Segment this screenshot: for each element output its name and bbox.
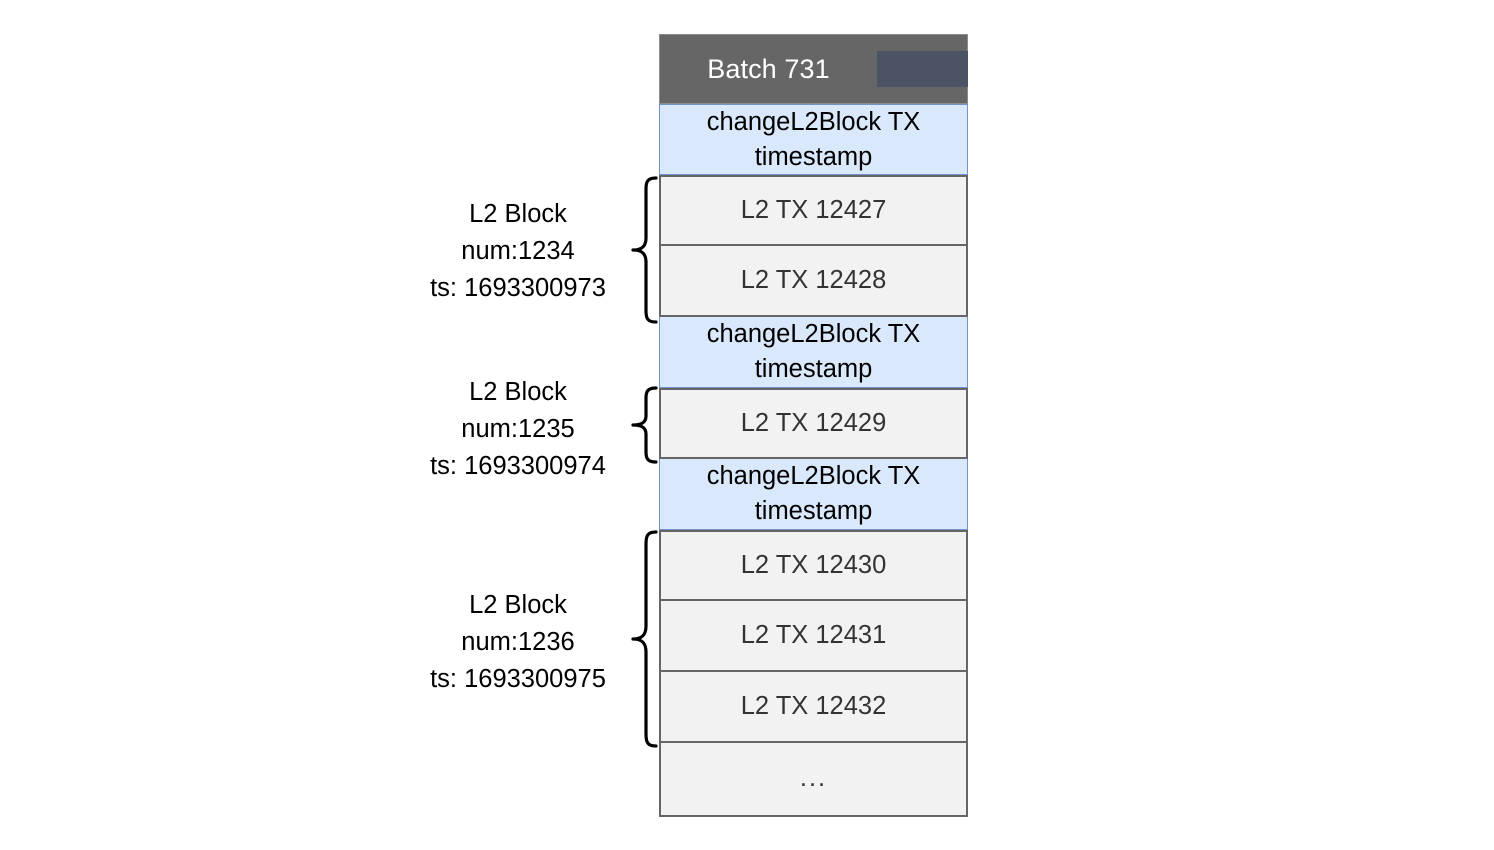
- block-label-num: num:1235: [461, 415, 575, 443]
- row-ellipsis: ...: [659, 743, 968, 817]
- row-tx-label: L2 TX 12432: [740, 691, 887, 720]
- batch-table: Batch 731 changeL2Block TX timestamp L2 …: [659, 34, 968, 817]
- text-selection-highlight: [877, 51, 968, 87]
- row-changel2block-text: changeL2Block TX timestamp: [707, 459, 921, 529]
- row-tx-label: L2 TX 12429: [740, 408, 887, 437]
- row-changel2block-1: changeL2Block TX timestamp: [659, 104, 968, 175]
- row-changel2block-line2: timestamp: [754, 355, 873, 383]
- row-changel2block-line2: timestamp: [754, 497, 873, 525]
- row-tx-label: L2 TX 12431: [740, 620, 887, 649]
- row-ellipsis-label: ...: [799, 764, 828, 793]
- row-changel2block-line1: changeL2Block TX: [706, 320, 921, 348]
- row-tx-label: L2 TX 12428: [740, 265, 887, 294]
- block-label-1234: L2 Block num:1234 ts: 1693300973: [403, 196, 633, 307]
- block-label-name: L2 Block: [469, 200, 567, 228]
- block-label-num: num:1236: [461, 628, 575, 656]
- batch-header: Batch 731: [659, 34, 968, 104]
- block-label-num: num:1234: [461, 237, 575, 265]
- batch-title: Batch 731: [707, 53, 830, 84]
- row-changel2block-line2: timestamp: [754, 142, 873, 171]
- block-label-ts: ts: 1693300973: [430, 274, 606, 302]
- row-changel2block-line1: changeL2Block TX: [706, 107, 921, 136]
- block-label-1235: L2 Block num:1235 ts: 1693300974: [403, 374, 633, 485]
- row-changel2block-3: changeL2Block TX timestamp: [659, 459, 968, 530]
- row-tx-12427: L2 TX 12427: [659, 175, 968, 246]
- row-tx-12431: L2 TX 12431: [659, 601, 968, 672]
- brace-block-1236: [630, 530, 658, 750]
- brace-block-1234: [630, 176, 658, 324]
- row-tx-12430: L2 TX 12430: [659, 530, 968, 601]
- row-changel2block-text: changeL2Block TX timestamp: [707, 105, 921, 175]
- row-tx-12429: L2 TX 12429: [659, 388, 968, 459]
- row-tx-12432: L2 TX 12432: [659, 672, 968, 743]
- row-tx-label: L2 TX 12427: [740, 195, 887, 224]
- brace-block-1235: [630, 386, 658, 466]
- block-label-1236: L2 Block num:1236 ts: 1693300975: [403, 587, 633, 698]
- block-label-name: L2 Block: [469, 591, 567, 619]
- block-label-ts: ts: 1693300974: [430, 452, 606, 480]
- row-tx-12428: L2 TX 12428: [659, 246, 968, 317]
- row-changel2block-2: changeL2Block TX timestamp: [659, 317, 968, 388]
- row-tx-label: L2 TX 12430: [740, 550, 887, 579]
- block-label-ts: ts: 1693300975: [430, 665, 606, 693]
- block-label-name: L2 Block: [469, 378, 567, 406]
- row-changel2block-line1: changeL2Block TX: [706, 462, 921, 490]
- row-changel2block-text: changeL2Block TX timestamp: [707, 317, 921, 387]
